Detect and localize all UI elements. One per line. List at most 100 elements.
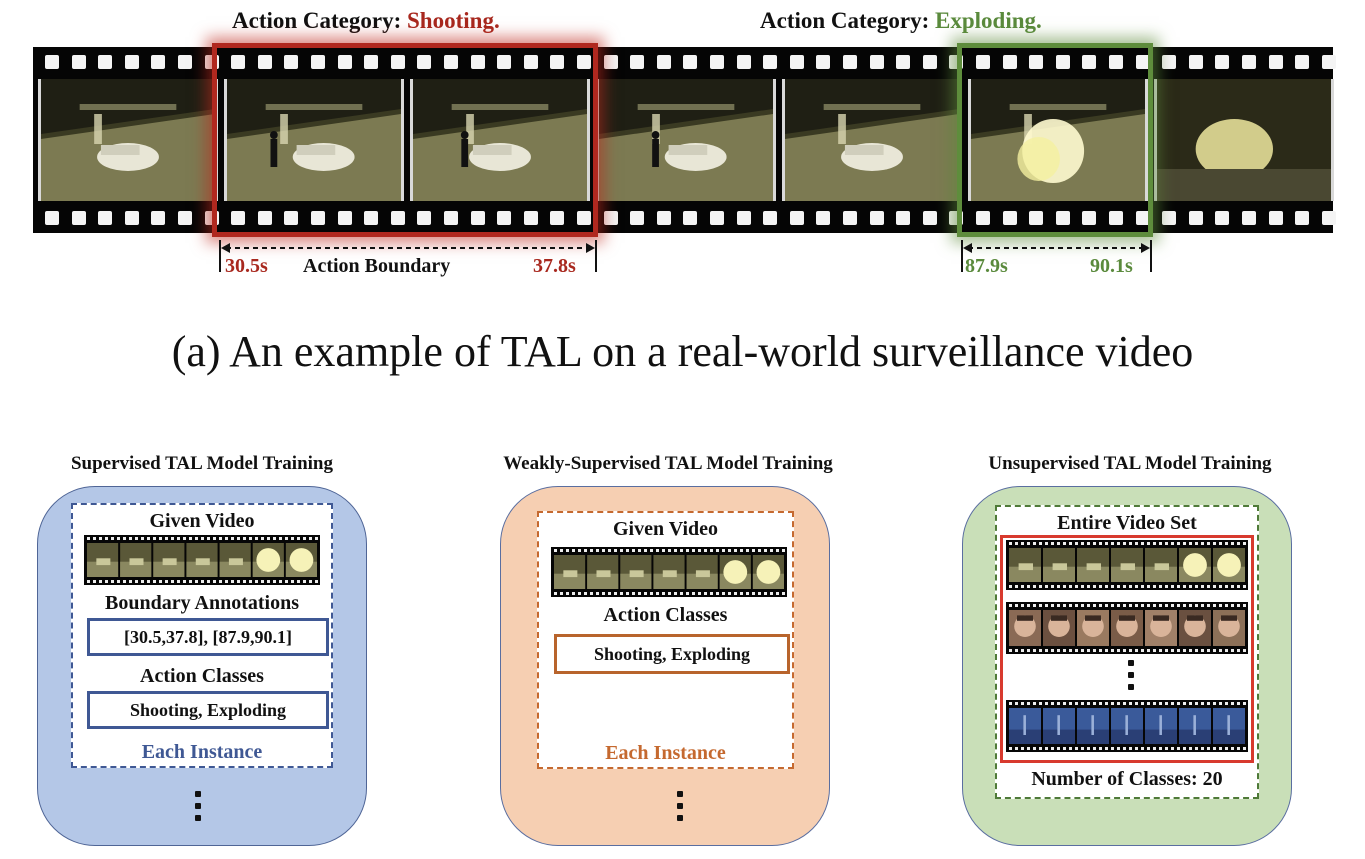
sprocket-hole xyxy=(444,211,458,225)
sprocket-hole xyxy=(1268,211,1283,225)
action-boundary-label: Action Boundary xyxy=(303,255,451,277)
sprocket-hole xyxy=(1268,55,1283,69)
sprocket-hole xyxy=(1162,55,1177,69)
sprocket-hole xyxy=(736,211,751,225)
unsupervised-more-videos-dots xyxy=(1128,660,1134,696)
video-filmstrip xyxy=(33,47,1336,233)
sprocket-hole xyxy=(390,211,405,225)
sprocket-hole xyxy=(1242,211,1256,225)
sprocket-hole xyxy=(1002,211,1017,225)
sprocket-hole xyxy=(1295,55,1310,69)
sprocket-hole xyxy=(1002,55,1017,69)
boundary-annotations-value: [30.5,37.8], [87.9,90.1] xyxy=(124,626,292,647)
sprocket-hole xyxy=(1295,211,1310,225)
sprocket-hole xyxy=(124,211,139,225)
sprocket-hole xyxy=(1135,55,1150,69)
thumbnail-strip-graphic xyxy=(1006,540,1248,590)
sprocket-hole xyxy=(789,55,804,69)
shoot-end-time: 37.8s xyxy=(533,255,576,277)
sprocket-hole xyxy=(151,211,166,225)
supervised-each-instance-label: Each Instance xyxy=(141,741,263,763)
sprocket-hole xyxy=(922,55,937,69)
sprocket-hole xyxy=(470,211,485,225)
sprocket-hole xyxy=(151,55,166,69)
sprocket-hole xyxy=(710,55,724,69)
entire-video-set-label: Entire Video Set xyxy=(1057,512,1197,534)
sprocket-hole xyxy=(896,211,911,225)
video-frame xyxy=(782,79,962,201)
supervised-given-video-label: Given Video xyxy=(149,510,255,532)
sprocket-hole xyxy=(1109,211,1123,225)
sprocket-hole xyxy=(816,55,831,69)
sprocket-hole xyxy=(843,211,857,225)
sprocket-hole xyxy=(1188,55,1203,69)
sprocket-hole xyxy=(124,55,139,69)
expl-arrow-left xyxy=(963,243,972,253)
thumbnail-strip-graphic xyxy=(551,547,787,597)
sprocket-hole xyxy=(1135,211,1150,225)
sprocket-hole xyxy=(1082,211,1097,225)
sprocket-hole xyxy=(257,55,272,69)
sprocket-hole xyxy=(603,211,618,225)
weakly-action-classes-box: Shooting, Exploding xyxy=(554,634,790,674)
sprocket-hole xyxy=(178,55,192,69)
supervised-action-classes-heading: Action Classes xyxy=(140,665,264,687)
sprocket-hole xyxy=(311,211,325,225)
sprocket-hole xyxy=(763,55,778,69)
thumbnail-strip-graphic xyxy=(84,535,320,585)
weakly-action-classes-heading: Action Classes xyxy=(603,604,728,626)
sprocket-hole xyxy=(1055,55,1070,69)
shooting-category-name: Shooting. xyxy=(407,8,500,33)
expl-start-time: 87.9s xyxy=(965,255,1008,277)
sprocket-hole xyxy=(736,55,751,69)
sprocket-hole xyxy=(497,211,512,225)
sprocket-hole xyxy=(45,55,59,69)
sprocket-hole xyxy=(45,211,59,225)
sprocket-hole xyxy=(444,55,458,69)
video-frame xyxy=(1154,79,1334,201)
weakly-video-thumbnail-strip xyxy=(551,547,787,597)
sprocket-hole xyxy=(178,211,192,225)
sprocket-hole xyxy=(1321,211,1336,225)
sprocket-hole xyxy=(98,211,113,225)
sprocket-holes-top xyxy=(33,55,1336,77)
shoot-start-time: 30.5s xyxy=(225,255,268,277)
shoot-arrow-right xyxy=(586,243,595,253)
shooting-category-prefix: Action Category: xyxy=(232,8,408,33)
supervised-action-classes-box: Shooting, Exploding xyxy=(87,691,329,729)
video-frame xyxy=(968,79,1148,201)
sprocket-hole xyxy=(364,55,379,69)
thumbnail-strip-graphic xyxy=(1006,602,1248,654)
sprocket-hole xyxy=(1082,55,1097,69)
sprocket-hole xyxy=(470,55,485,69)
figure-caption-a: (a) An example of TAL on a real-world su… xyxy=(171,327,1194,376)
boundary-annotations-heading: Boundary Annotations xyxy=(105,592,299,614)
sprocket-hole xyxy=(656,211,671,225)
sprocket-hole xyxy=(390,55,405,69)
number-of-classes-label: Number of Classes: 20 xyxy=(1031,768,1223,790)
sprocket-hole xyxy=(630,55,645,69)
video-frame xyxy=(224,79,404,201)
sprocket-hole xyxy=(683,211,698,225)
sprocket-hole xyxy=(577,211,591,225)
weakly-each-instance-label: Each Instance xyxy=(605,742,726,764)
unsupervised-video-strip-1 xyxy=(1006,540,1248,590)
exploding-category-name: Exploding. xyxy=(935,8,1042,33)
exploding-highlight-box xyxy=(957,43,1153,237)
weakly-panel-title: Weakly-Supervised TAL Model Training xyxy=(503,453,833,474)
sprocket-hole xyxy=(1162,211,1177,225)
sprocket-hole xyxy=(869,211,884,225)
sprocket-hole xyxy=(417,55,432,69)
sprocket-hole xyxy=(257,211,272,225)
expl-arrow-right xyxy=(1141,243,1150,253)
video-frame xyxy=(410,79,590,201)
weakly-more-dots xyxy=(677,791,683,827)
unsupervised-video-strip-3 xyxy=(1006,700,1248,752)
supervised-more-dots xyxy=(195,791,201,827)
sprocket-hole xyxy=(656,55,671,69)
thumbnail-strip-graphic xyxy=(1006,700,1248,752)
video-set-red-frame xyxy=(1000,535,1254,763)
sprocket-hole xyxy=(284,211,299,225)
sprocket-hole xyxy=(523,55,538,69)
sprocket-hole xyxy=(337,211,352,225)
